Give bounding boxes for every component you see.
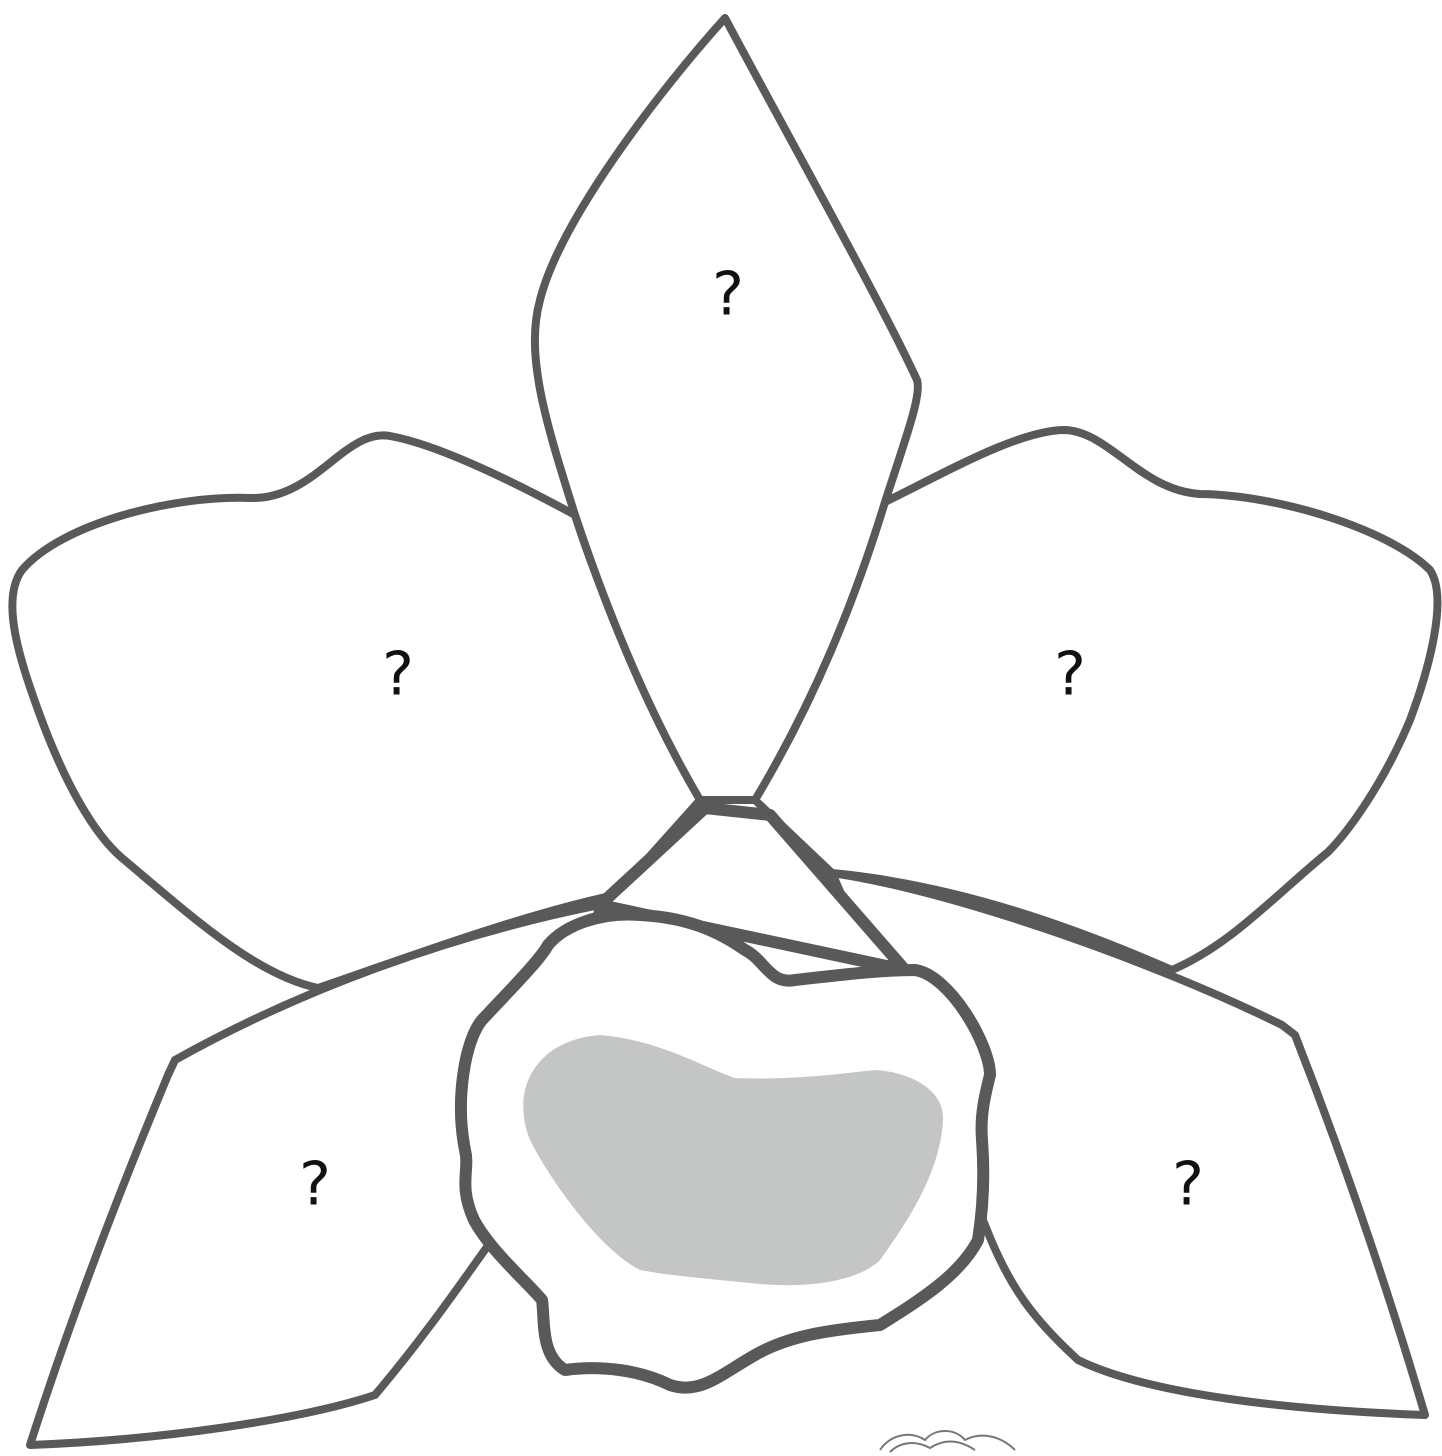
left-petal-label: ? [382,640,414,710]
dorsal-sepal-label: ? [712,260,744,330]
right-petal-label: ? [1054,640,1086,710]
artist-mark-icon [880,1431,1015,1452]
right-lateral-sepal-label: ? [1172,1150,1204,1220]
left-lateral-sepal-label: ? [299,1150,331,1220]
